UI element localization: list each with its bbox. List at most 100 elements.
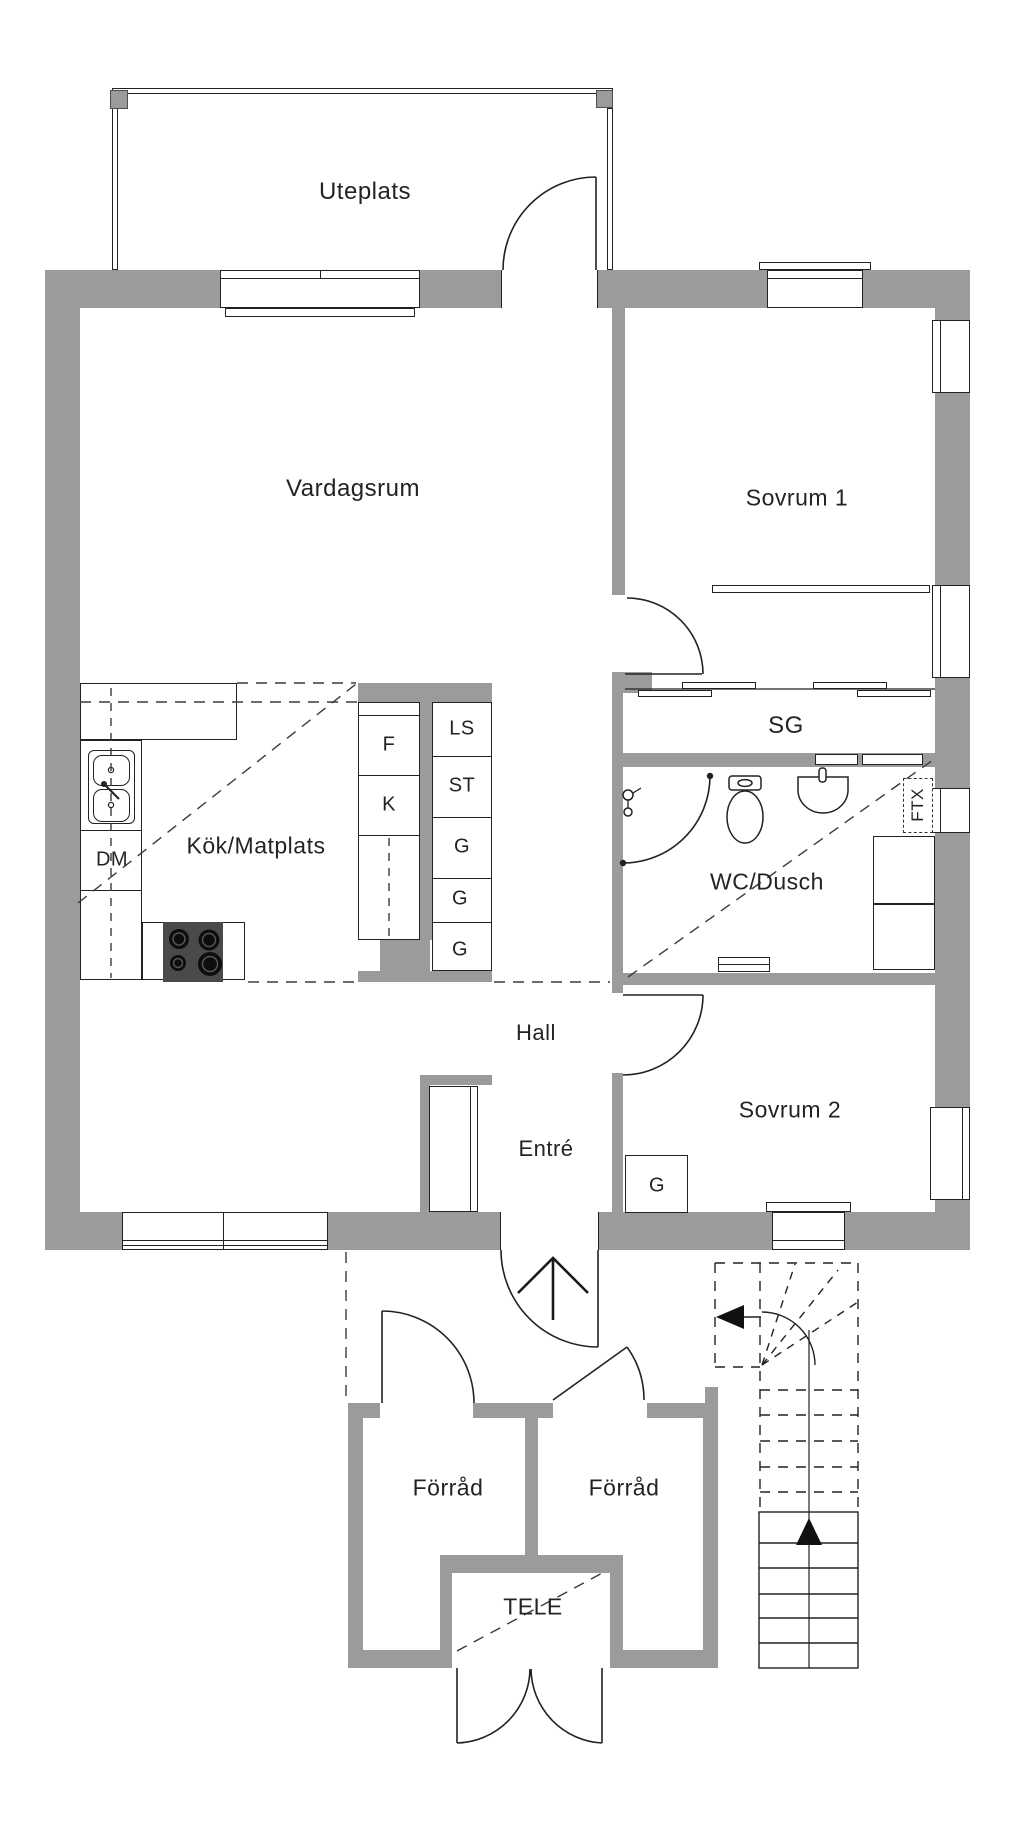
terrace-door-arc xyxy=(502,176,597,271)
toilet-button xyxy=(737,778,753,788)
dashed-lines xyxy=(77,682,934,1652)
storage-wall-left xyxy=(348,1403,363,1668)
cabinet-block-top-wall xyxy=(358,683,492,702)
window-frame-line xyxy=(773,1240,844,1241)
sg-slider-panel xyxy=(638,690,712,697)
sg-cabinet-front xyxy=(862,754,923,765)
counter-divider xyxy=(81,890,141,891)
wall-sovrum1-corridor xyxy=(712,585,930,593)
cabinet-divider xyxy=(359,715,419,716)
fixture-label-k: K xyxy=(382,793,396,816)
radiator-line xyxy=(719,964,769,965)
kitchen-counter-top xyxy=(80,683,237,740)
cabinet-column-right xyxy=(432,702,492,971)
storage-wall-top xyxy=(473,1403,553,1418)
door-jamb xyxy=(597,270,598,308)
window-sovrum1-top xyxy=(767,270,863,308)
terrace-rail-right xyxy=(607,108,613,270)
window-frame-line xyxy=(940,789,941,832)
window-frame-line xyxy=(940,321,941,392)
room-label-kok: Kök/Matplats xyxy=(186,832,326,859)
storage-wall-top xyxy=(647,1403,718,1418)
winder-radial xyxy=(761,1269,839,1366)
sink-bowl xyxy=(93,755,130,786)
forrad-left-door-arc xyxy=(381,1310,475,1404)
room-label-forrad-left: Förråd xyxy=(412,1474,484,1501)
window-frame-line xyxy=(123,1245,327,1246)
wardrobe-line xyxy=(470,1087,471,1211)
window-sill xyxy=(766,1202,851,1212)
tele-wall-left xyxy=(440,1555,452,1668)
cabinet-block-mid-wall xyxy=(420,702,432,940)
stair-direction-arrow-up-icon xyxy=(796,1518,822,1545)
window-sill xyxy=(759,262,871,270)
wall-entre-sovrum2 xyxy=(612,1073,623,1212)
wall-entre-left xyxy=(420,1085,430,1212)
cabinet-divider xyxy=(433,878,491,879)
front-door-arc xyxy=(500,1249,599,1348)
wc-cabinet xyxy=(873,836,935,904)
room-label-vardagsrum: Vardagsrum xyxy=(286,475,420,502)
toilet-bowl-icon xyxy=(726,790,764,844)
forrad-right-door-arc xyxy=(626,1346,645,1401)
stair-lower-flight xyxy=(758,1511,859,1669)
wall-wc-bottom xyxy=(612,973,935,985)
wall-vardagsrum-sovrum1 xyxy=(612,308,625,595)
window-vardagsrum xyxy=(220,270,420,308)
fixture-label-f: F xyxy=(382,733,396,756)
cabinet-divider xyxy=(433,817,491,818)
tele-wall-top xyxy=(440,1555,623,1573)
cabinet-divider xyxy=(359,835,419,836)
sovrum2-door-arc xyxy=(622,994,704,1076)
front-door-opening xyxy=(500,1212,598,1250)
door-jamb xyxy=(598,1212,599,1250)
entre-wardrobe xyxy=(429,1086,478,1212)
basin-tap-icon xyxy=(818,767,827,783)
room-label-hall: Hall xyxy=(516,1020,556,1045)
cabinet-divider xyxy=(359,775,419,776)
window-frame-line xyxy=(123,1240,327,1241)
wc-cabinet xyxy=(873,904,935,970)
stair-treads xyxy=(759,1542,858,1644)
shower-mixer-icon xyxy=(622,789,634,801)
window-corridor-right xyxy=(932,585,970,678)
sg-slider-panel xyxy=(857,690,931,697)
fixture-label-st: ST xyxy=(448,774,476,797)
winder-radial xyxy=(761,1263,796,1366)
window-sovrum2-right xyxy=(930,1107,970,1200)
window-frame-line xyxy=(768,278,862,279)
terrace-rail-top xyxy=(112,88,613,94)
storage-wall-bottom xyxy=(610,1650,718,1668)
storage-pillar xyxy=(705,1387,718,1403)
fixture-label-g3: G xyxy=(451,938,469,961)
window-sill xyxy=(225,308,415,317)
winder-radial xyxy=(761,1301,859,1366)
cabinet-divider xyxy=(433,756,491,757)
winder-arc xyxy=(761,1311,816,1366)
terrace-post-left xyxy=(110,90,128,109)
cabinet-divider xyxy=(433,922,491,923)
room-label-wc: WC/Dusch xyxy=(710,868,824,895)
door-jamb xyxy=(501,270,502,308)
cabinet-block-step-wall xyxy=(380,940,430,971)
fixture-label-g2: G xyxy=(451,887,469,910)
sg-slider-panel xyxy=(813,682,887,689)
sg-slider-panel xyxy=(682,682,756,689)
stair-upper-flight xyxy=(714,1262,859,1512)
entrance-arrow-icon xyxy=(517,1256,589,1320)
fixture-label-ls: LS xyxy=(449,717,475,740)
terrace-door-opening xyxy=(501,270,597,308)
wall-right xyxy=(935,270,970,1250)
fixture-label-dm: DM xyxy=(95,848,129,871)
cabinet-block-bottom-wall xyxy=(358,971,492,982)
wall-entre-cap xyxy=(420,1075,492,1085)
window-mullion xyxy=(223,1212,224,1250)
washbasin-icon xyxy=(797,776,849,814)
terrace-post-right xyxy=(596,90,613,108)
toilet-tank-icon xyxy=(728,775,762,791)
room-label-forrad-right: Förråd xyxy=(588,1474,660,1501)
storage-wall-middle xyxy=(525,1418,538,1555)
curtain-end xyxy=(706,772,714,780)
door-jamb xyxy=(500,1212,501,1250)
